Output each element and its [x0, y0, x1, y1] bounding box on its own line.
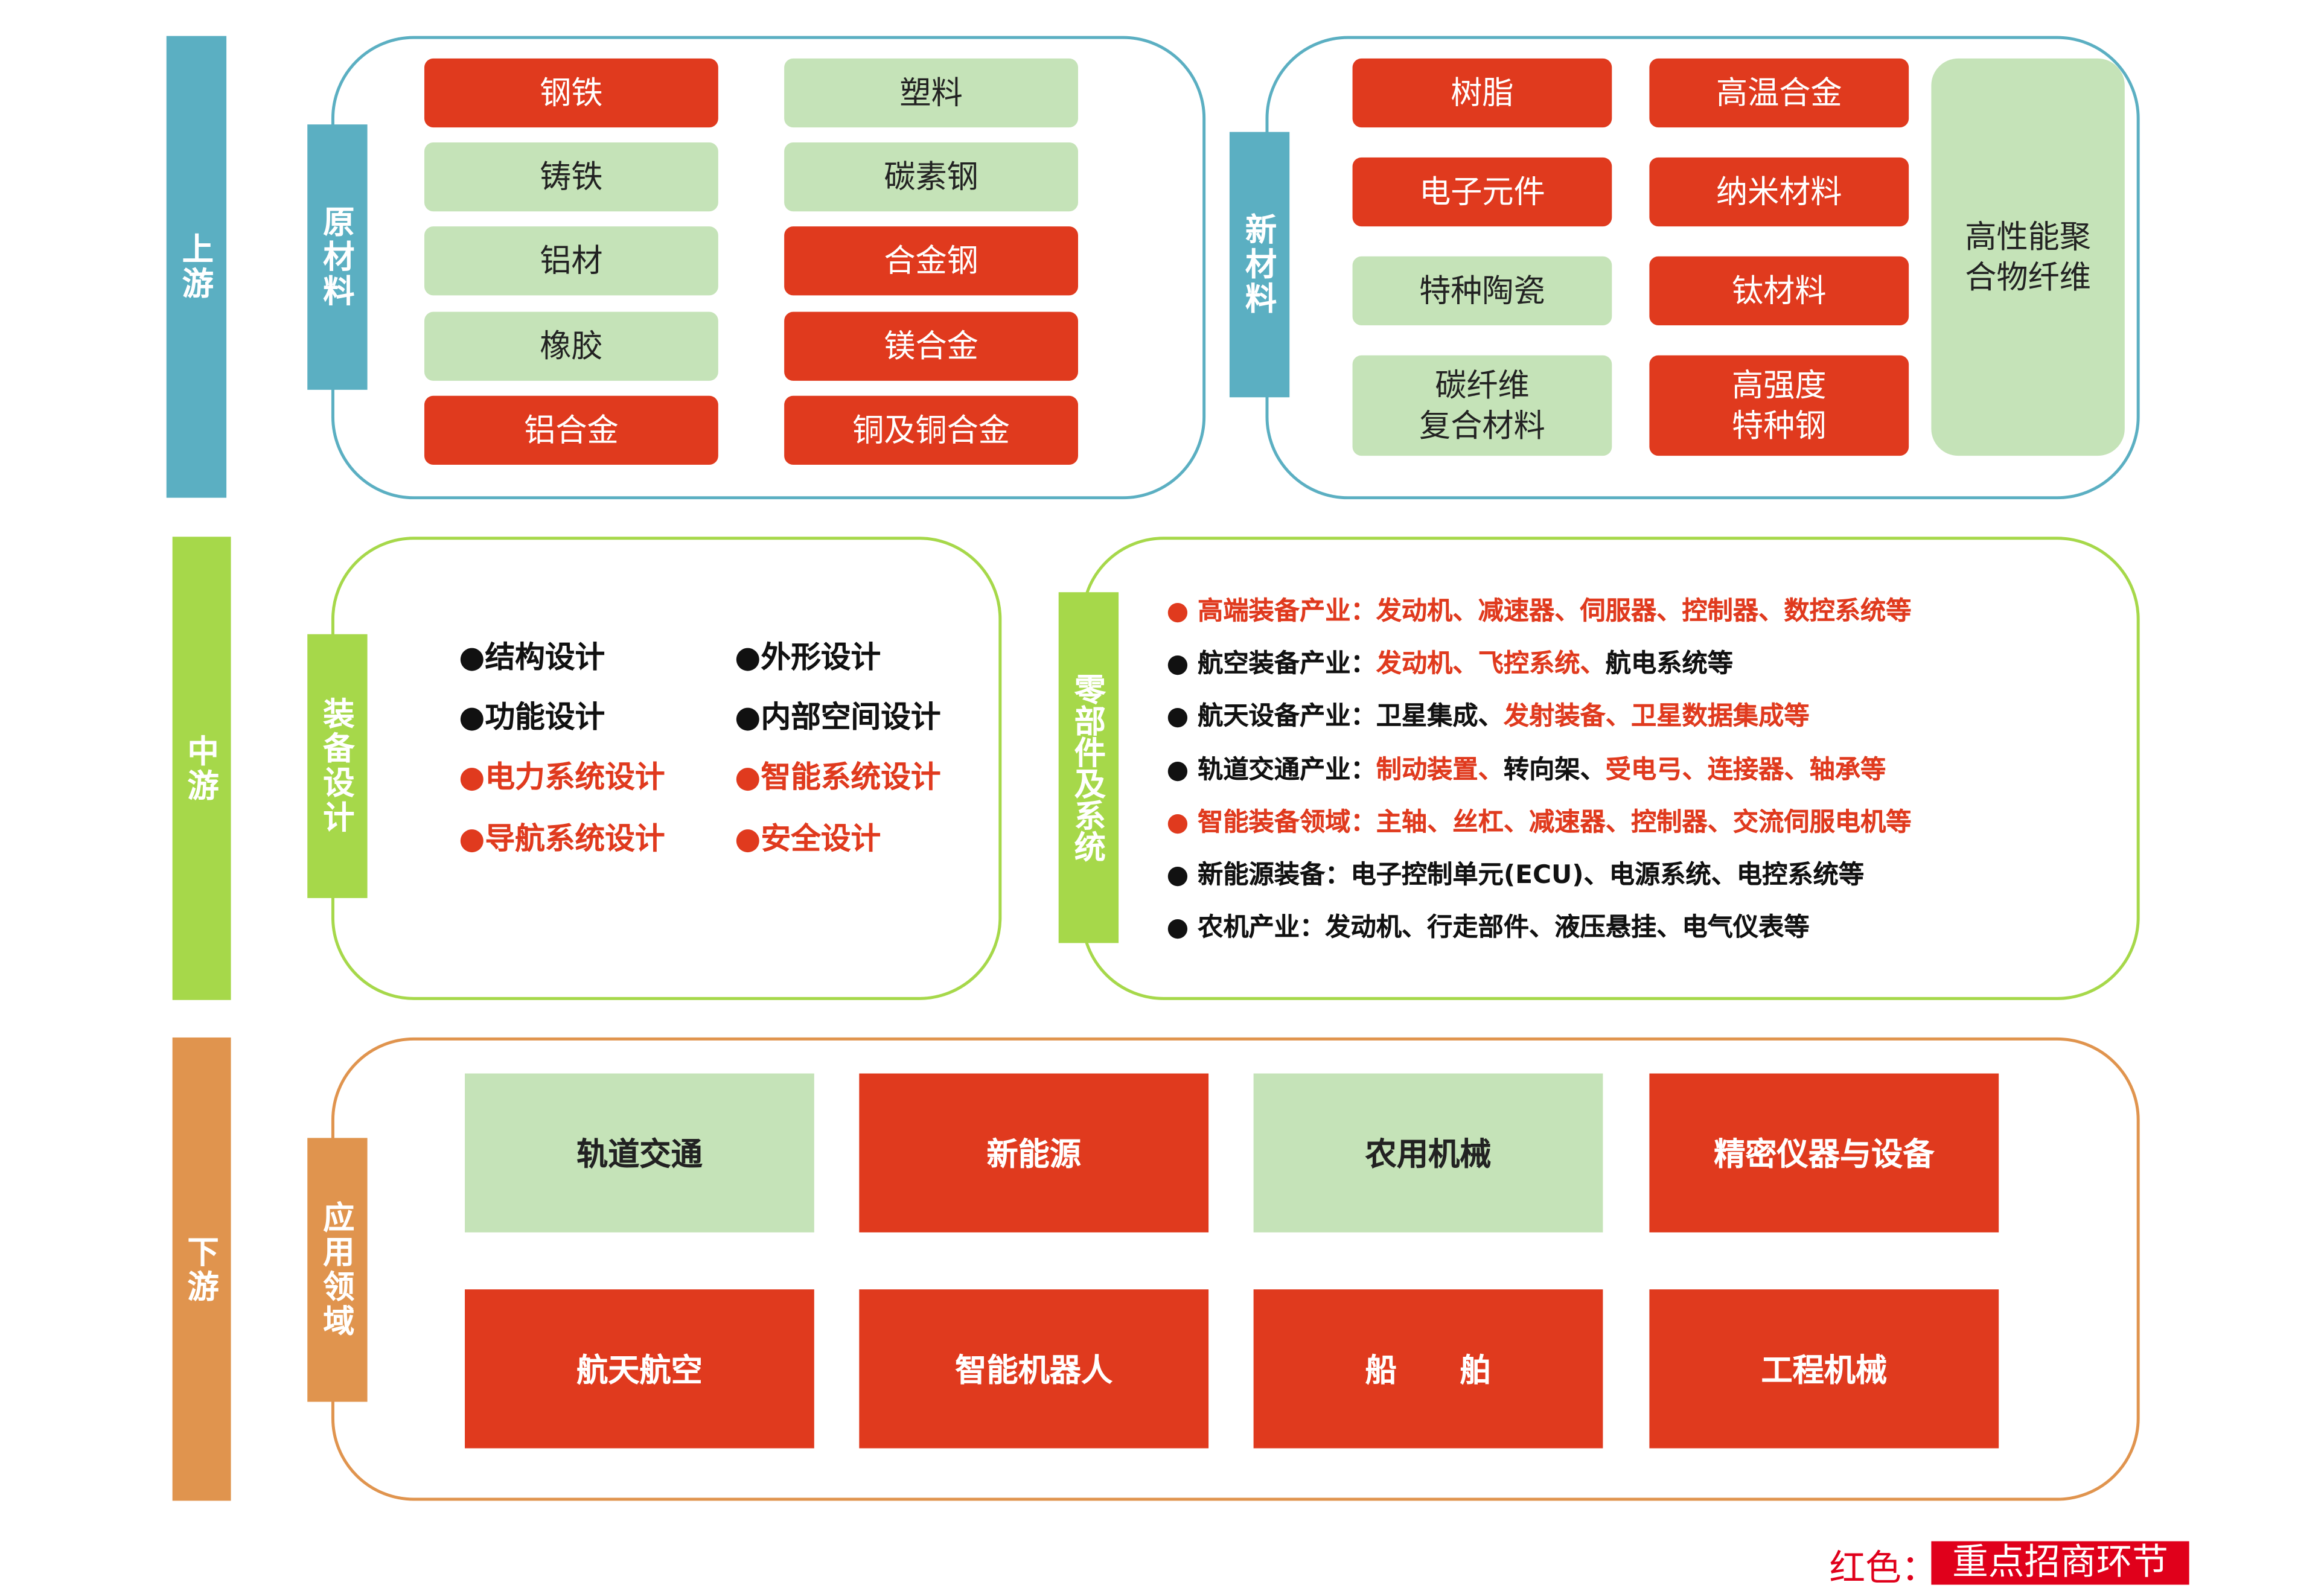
- design-item: ●功能设计: [459, 698, 605, 735]
- component-line-segment: 发射装备、卫星数据集成等: [1503, 702, 1810, 733]
- stage-downstream: 下游: [172, 1037, 231, 1501]
- component-line: ● 航天设备产业：卫星集成、发射装备、卫星数据集成等: [1167, 695, 1810, 732]
- component-line-segment: ● 农机产业：发动机、行走部件、液压悬挂、电气仪表等: [1166, 913, 1810, 943]
- material-cell: 纳米材料: [1649, 157, 1909, 227]
- component-line: ● 轨道交通产业：制动装置、转向架、受电弓、连接器、轴承等: [1167, 748, 1886, 785]
- design-item: ●内部空间设计: [735, 698, 941, 735]
- material-cell: 碳纤维 复合材料: [1352, 355, 1612, 456]
- material-cell: 特种陶瓷: [1352, 256, 1612, 326]
- material-cell: 铸铁: [424, 142, 718, 212]
- legend-key-highlight: 重点招商环节: [1931, 1541, 2189, 1585]
- equipment-design-label: 装备设计: [307, 634, 368, 898]
- design-item: ●电力系统设计: [459, 758, 665, 795]
- material-cell-polymer-fiber: 高性能聚 合物纤维: [1931, 58, 2125, 456]
- component-line-segment: ● 智能装备领域：主轴、丝杠、减速器、控制器、交流伺服电机等: [1166, 808, 1912, 838]
- application-cell: 智能机器人: [859, 1289, 1209, 1449]
- component-line-segment: ● 高端装备产业：发动机、减速器、伺服器、控制器、数控系统等: [1166, 596, 1912, 627]
- components-group: [1081, 537, 2140, 1000]
- material-cell: 橡胶: [424, 311, 718, 381]
- design-item: ●智能系统设计: [735, 758, 941, 795]
- design-item: ●外形设计: [735, 639, 881, 675]
- material-cell: 塑料: [784, 58, 1078, 128]
- material-cell: 电子元件: [1352, 157, 1612, 227]
- design-item: ●结构设计: [459, 639, 605, 675]
- component-line: ● 航空装备产业：发动机、飞控系统、航电系统等: [1167, 642, 1733, 680]
- new-materials-label: 新材料: [1229, 132, 1290, 398]
- application-cell: 精密仪器与设备: [1649, 1073, 1999, 1232]
- material-cell: 合金钢: [784, 226, 1078, 296]
- application-cell: 轨道交通: [465, 1073, 814, 1232]
- material-cell: 铝材: [424, 226, 718, 296]
- component-line-segment: 制动装置、: [1376, 754, 1504, 785]
- material-cell: 钛材料: [1649, 256, 1909, 326]
- applications-label: 应用领域: [307, 1138, 368, 1402]
- application-cell: 航天航空: [465, 1289, 814, 1449]
- stage-midstream: 中游: [172, 537, 231, 1000]
- application-cell: 工程机械: [1649, 1289, 1999, 1449]
- material-cell: 树脂: [1352, 58, 1612, 128]
- component-line: ● 农机产业：发动机、行走部件、液压悬挂、电气仪表等: [1167, 906, 1810, 943]
- component-line-segment: 航电系统等: [1605, 649, 1733, 680]
- component-line: ● 新能源装备：电子控制单元(ECU)、电源系统、电控系统等: [1166, 853, 1865, 891]
- stage-upstream: 上游: [166, 36, 227, 498]
- material-cell: 高强度 特种钢: [1649, 355, 1909, 456]
- component-line-segment: ● 新能源装备：电子控制单元(ECU)、电源系统、电控系统等: [1166, 860, 1865, 891]
- design-item: ●安全设计: [735, 820, 881, 856]
- legend-prefix: 红色：: [1829, 1547, 1938, 1590]
- component-line-segment: 受电弓、连接器、轴承等: [1605, 754, 1886, 785]
- component-line-segment: ● 轨道交通产业：: [1166, 754, 1376, 785]
- material-cell: 铜及铜合金: [784, 395, 1078, 465]
- equipment-design-group: [331, 537, 1002, 1000]
- application-cell: 新能源: [859, 1073, 1209, 1232]
- application-cell: 船 舶: [1253, 1289, 1603, 1449]
- raw-materials-label: 原材料: [307, 124, 368, 390]
- component-line-segment: 转向架、: [1503, 754, 1606, 785]
- application-cell: 农用机械: [1253, 1073, 1603, 1232]
- material-cell: 碳素钢: [784, 142, 1078, 212]
- component-line: ● 高端装备产业：发动机、减速器、伺服器、控制器、数控系统等: [1167, 589, 1912, 627]
- material-cell: 铝合金: [424, 395, 718, 465]
- component-line-segment: 发动机、飞控系统、: [1376, 649, 1606, 680]
- material-cell: 高温合金: [1649, 58, 1909, 128]
- components-label: 零部件及系统: [1058, 592, 1119, 943]
- material-cell: 镁合金: [784, 311, 1078, 381]
- component-line-segment: ● 航天设备产业：卫星集成、: [1166, 702, 1504, 733]
- component-line-segment: ● 航空装备产业：: [1166, 649, 1376, 680]
- material-cell: 钢铁: [424, 58, 718, 128]
- design-item: ●导航系统设计: [459, 820, 665, 856]
- component-line: ● 智能装备领域：主轴、丝杠、减速器、控制器、交流伺服电机等: [1167, 800, 1912, 838]
